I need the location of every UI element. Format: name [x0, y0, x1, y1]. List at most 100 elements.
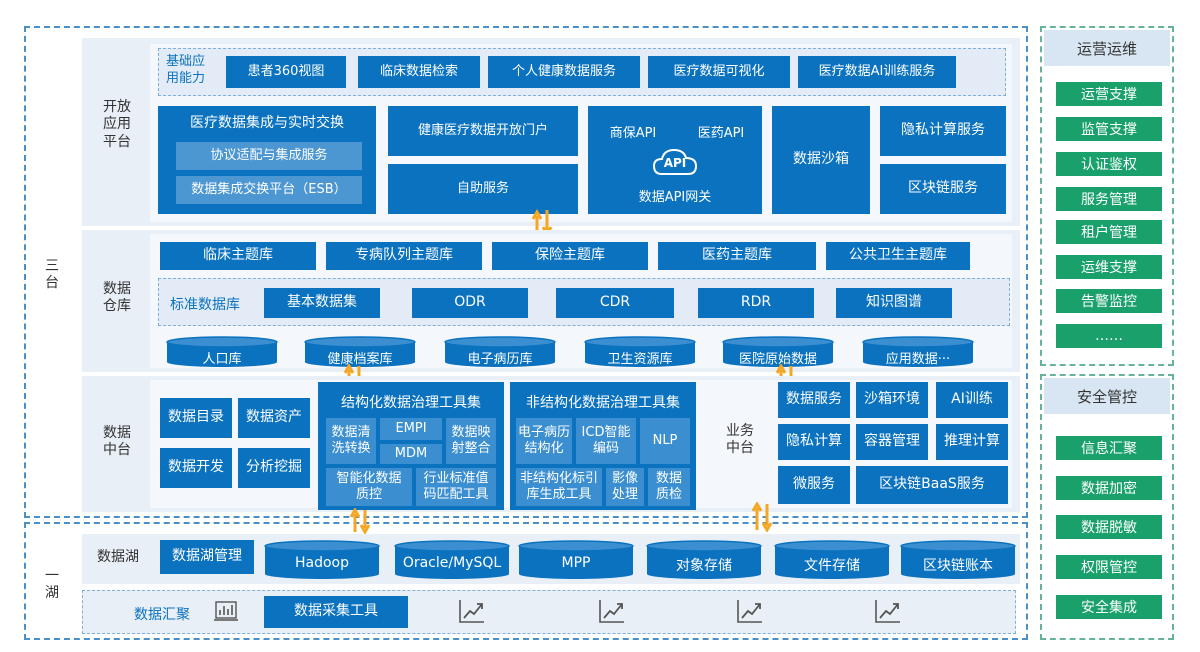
- topic-public-health[interactable]: 公共卫生主题库: [826, 242, 970, 270]
- biz-blockchain-baas[interactable]: 区块链BaaS服务: [856, 466, 1008, 504]
- collect-tool[interactable]: 数据采集工具: [264, 596, 408, 628]
- topic-disease-cohort[interactable]: 专病队列主题库: [326, 242, 482, 270]
- unstructured-emr[interactable]: 电子病历 结构化: [516, 418, 572, 464]
- lake-file-storage-label: 文件存储: [804, 558, 860, 574]
- standard-cdr[interactable]: CDR: [556, 288, 674, 318]
- biz-data-service[interactable]: 数据服务: [778, 382, 850, 418]
- db-emr[interactable]: 电子病历库: [444, 336, 556, 368]
- operations-region: [1040, 26, 1174, 366]
- biz-inference[interactable]: 推理计算: [936, 424, 1008, 460]
- lake-hadoop[interactable]: Hadoop: [264, 540, 380, 580]
- ops-item-1[interactable]: 监管支撑: [1056, 117, 1162, 141]
- standard-knowledge-graph[interactable]: 知识图谱: [836, 288, 952, 318]
- unstructured-nlp[interactable]: NLP: [640, 418, 690, 464]
- db-hospital-raw-label: 医院原始数据: [738, 352, 817, 367]
- one-lake-label: 一 湖: [45, 567, 59, 602]
- unstructured-imaging[interactable]: 影像 处理: [606, 468, 644, 506]
- sec-item-0[interactable]: 信息汇聚: [1056, 436, 1162, 460]
- lake-oracle-mysql[interactable]: Oracle/MySQL: [394, 540, 510, 580]
- lake-mpp-label: MPP: [561, 555, 591, 571]
- db-application[interactable]: 应用数据···: [862, 336, 974, 368]
- sec-item-4[interactable]: 安全集成: [1056, 595, 1162, 619]
- standard-rdr[interactable]: RDR: [698, 288, 814, 318]
- basic-item-clinical-search[interactable]: 临床数据检索: [358, 56, 480, 88]
- ops-item-4[interactable]: 租户管理: [1056, 220, 1162, 244]
- unstructured-icd[interactable]: ICD智能 编码: [576, 418, 636, 464]
- standard-odr[interactable]: ODR: [412, 288, 528, 318]
- basic-item-ai-training[interactable]: 医疗数据AI训练服务: [798, 56, 956, 88]
- business-middle-label: 业务 中台: [726, 422, 754, 457]
- self-service[interactable]: 自助服务: [388, 164, 578, 214]
- basic-item-patient-360[interactable]: 患者360视图: [226, 56, 346, 88]
- ops-item-6[interactable]: 告警监控: [1056, 289, 1162, 313]
- api-cloud-icon: API: [652, 146, 698, 178]
- db-health-resources[interactable]: 卫生资源库: [584, 336, 696, 368]
- api-cloud-text: API: [663, 156, 687, 170]
- integration-esb[interactable]: 数据集成交换平台（ESB）: [176, 176, 362, 204]
- ops-item-3[interactable]: 服务管理: [1056, 187, 1162, 211]
- topic-insurance[interactable]: 保险主题库: [492, 242, 648, 270]
- one-lake-region: [24, 522, 1028, 640]
- trend-chart-icon: [736, 598, 764, 624]
- basic-capability-title: 基础应 用能力: [166, 54, 206, 86]
- integration-protocol[interactable]: 协议适配与集成服务: [176, 142, 362, 170]
- lake-object-storage[interactable]: 对象存储: [646, 540, 762, 580]
- biz-privacy-computing[interactable]: 隐私计算: [778, 424, 850, 460]
- lake-mpp[interactable]: MPP: [518, 540, 634, 580]
- privacy-computing-service[interactable]: 隐私计算服务: [880, 106, 1006, 156]
- biz-ai-training[interactable]: AI训练: [936, 382, 1008, 418]
- structured-mapping[interactable]: 数据映 射整合: [446, 418, 496, 464]
- collect-row: [82, 590, 1016, 634]
- topic-medicine[interactable]: 医药主题库: [658, 242, 816, 270]
- middle-analysis-mining[interactable]: 分析挖掘: [238, 448, 310, 488]
- ops-item-5[interactable]: 运维支撑: [1056, 255, 1162, 279]
- three-platforms-region: [24, 26, 1028, 518]
- api-gateway-block[interactable]: [588, 106, 762, 214]
- structured-title: 结构化数据治理工具集: [341, 395, 481, 411]
- structured-code-match[interactable]: 行业标准值 码匹配工具: [416, 468, 496, 506]
- biz-microservice[interactable]: 微服务: [778, 466, 850, 504]
- middle-data-catalog[interactable]: 数据目录: [160, 398, 232, 438]
- structured-empi[interactable]: EMPI: [380, 418, 442, 440]
- open-platform-label: 开放 应用 平台: [103, 98, 131, 150]
- lake-blockchain-ledger-label: 区块链账本: [923, 558, 993, 574]
- db-population[interactable]: 人口库: [166, 336, 278, 368]
- ops-item-0[interactable]: 运营支撑: [1056, 82, 1162, 106]
- api-gateway-label: 数据API网关: [638, 190, 712, 205]
- warehouse-label: 数据 仓库: [103, 280, 131, 315]
- middle-data-assets[interactable]: 数据资产: [238, 398, 310, 438]
- security-title: 安全管控: [1044, 378, 1170, 414]
- structured-mdm[interactable]: MDM: [380, 444, 442, 464]
- sec-item-3[interactable]: 权限管控: [1056, 555, 1162, 579]
- db-health-records[interactable]: 健康档案库: [304, 336, 416, 368]
- trend-chart-icon: [458, 598, 486, 624]
- biz-sandbox-env[interactable]: 沙箱环境: [856, 382, 928, 418]
- topic-clinical[interactable]: 临床主题库: [160, 242, 316, 270]
- unstructured-index[interactable]: 非结构化标引 库生成工具: [516, 468, 602, 506]
- blockchain-service[interactable]: 区块链服务: [880, 164, 1006, 214]
- lake-management[interactable]: 数据湖管理: [160, 540, 254, 574]
- unstructured-qc[interactable]: 数据 质检: [648, 468, 690, 506]
- basic-item-visualization[interactable]: 医疗数据可视化: [648, 56, 790, 88]
- structured-cleanse[interactable]: 数据清 洗转换: [326, 418, 376, 464]
- lake-blockchain-ledger[interactable]: 区块链账本: [900, 540, 1016, 580]
- basic-item-personal-health[interactable]: 个人健康数据服务: [488, 56, 640, 88]
- open-portal[interactable]: 健康医疗数据开放门户: [388, 106, 578, 156]
- structured-quality[interactable]: 智能化数据 质控: [326, 468, 412, 506]
- api-shangbao: 商保API: [609, 126, 657, 141]
- ops-item-2[interactable]: 认证鉴权: [1056, 152, 1162, 176]
- biz-container-mgmt[interactable]: 容器管理: [856, 424, 928, 460]
- ops-item-7[interactable]: ……: [1056, 324, 1162, 348]
- arrow-up-down-5: [750, 500, 774, 534]
- data-sandbox[interactable]: 数据沙箱: [772, 106, 870, 214]
- integration-title: 医疗数据集成与实时交换: [190, 115, 344, 131]
- lake-file-storage[interactable]: 文件存储: [774, 540, 890, 580]
- standard-basic-dataset[interactable]: 基本数据集: [264, 288, 380, 318]
- middle-data-dev[interactable]: 数据开发: [160, 448, 232, 488]
- collect-label: 数据汇聚: [134, 607, 190, 623]
- sec-item-2[interactable]: 数据脱敏: [1056, 515, 1162, 539]
- db-health-resources-label: 卫生资源库: [607, 352, 673, 367]
- sec-item-1[interactable]: 数据加密: [1056, 476, 1162, 500]
- db-hospital-raw[interactable]: 医院原始数据: [722, 336, 834, 368]
- standard-db-title: 标准数据库: [170, 297, 240, 313]
